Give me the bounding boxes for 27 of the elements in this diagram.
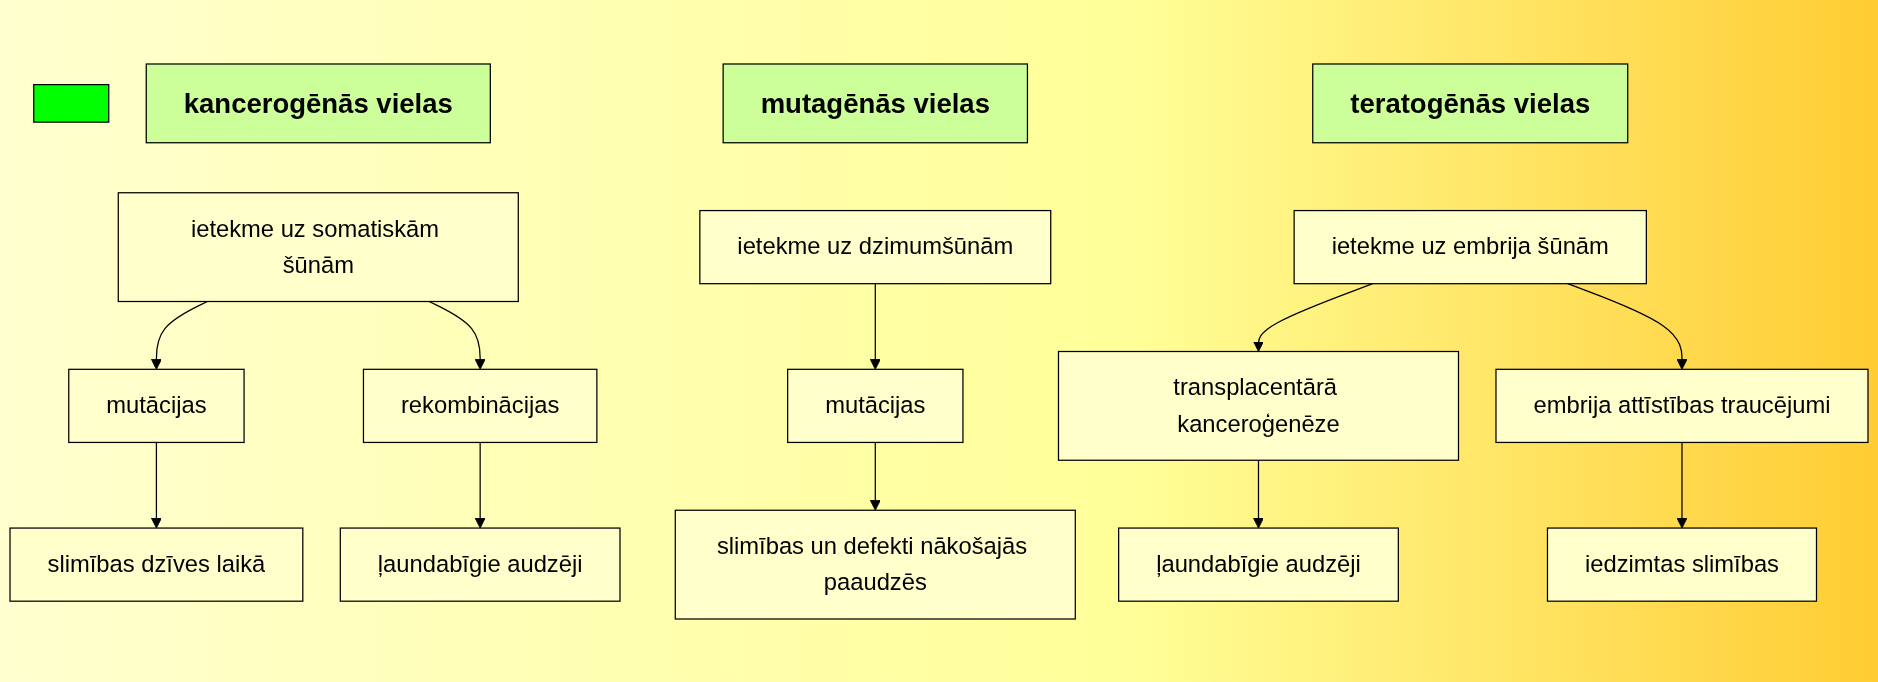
arrow — [1676, 441, 1688, 529]
node-box: mutācijas — [787, 368, 964, 443]
arrow — [428, 300, 486, 370]
arrow — [1253, 459, 1264, 529]
arrow — [1253, 282, 1374, 352]
node-box: ietekme uz somatiskām šūnām — [117, 191, 519, 302]
node-box — [33, 83, 110, 123]
node-box: slimības un defekti nākošajās paaudzēs — [674, 509, 1076, 620]
node-box: rekombinācijas — [362, 368, 598, 443]
node-box: ietekme uz dzimumšūnām — [699, 209, 1052, 284]
node-box: mutācijas — [68, 368, 245, 443]
node-box: kancerogēnās vielas — [145, 62, 491, 143]
arrow — [150, 300, 209, 370]
node-box: ietekme uz embrija šūnām — [1293, 209, 1647, 284]
node-box: embrija attīstības traucējumi — [1495, 368, 1869, 443]
node-box: ļaundabīgie audzēji — [1118, 526, 1399, 602]
node-box: transplacentārā kanceroģenēze — [1057, 350, 1460, 461]
node-box: ļaundabīgie audzēji — [339, 526, 621, 602]
node-box: teratogēnās vielas — [1312, 62, 1629, 143]
node-box: iedzimtas slimības — [1546, 526, 1818, 602]
arrow — [869, 441, 881, 511]
arrow — [1567, 282, 1688, 370]
arrow — [869, 282, 881, 370]
arrow — [150, 441, 162, 529]
node-box: slimības dzīves laikā — [9, 526, 304, 602]
arrow — [474, 441, 486, 529]
node-box: mutagēnās vielas — [722, 62, 1029, 143]
